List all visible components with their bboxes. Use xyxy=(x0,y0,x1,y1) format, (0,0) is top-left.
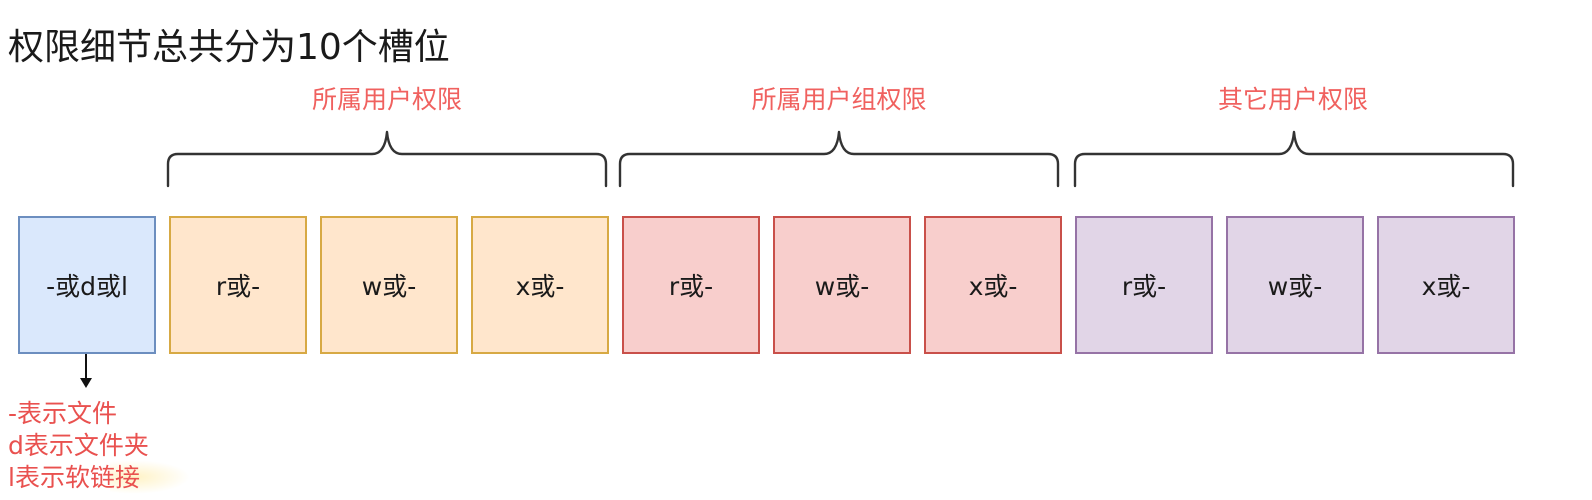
other-execute-slot: x或- xyxy=(1377,216,1515,354)
legend-directory: d表示文件夹 xyxy=(8,431,149,460)
group-permission-label: 所属用户组权限 xyxy=(751,85,927,114)
owner-permission-label: 所属用户权限 xyxy=(311,85,463,114)
diagram-title: 权限细节总共分为10个槽位 xyxy=(8,27,450,68)
group-write-slot: w或- xyxy=(773,216,911,354)
group-brace xyxy=(618,130,1060,188)
other-brace xyxy=(1073,130,1515,188)
owner-execute-slot: x或- xyxy=(471,216,609,354)
other-permission-label: 其它用户权限 xyxy=(1217,85,1369,114)
owner-brace xyxy=(166,130,608,188)
other-write-slot: w或- xyxy=(1226,216,1364,354)
owner-read-slot: r或- xyxy=(169,216,307,354)
down-arrow-icon xyxy=(80,354,92,388)
owner-write-slot: w或- xyxy=(320,216,458,354)
other-read-slot: r或- xyxy=(1075,216,1213,354)
highlight-mark xyxy=(110,460,190,494)
group-read-slot: r或- xyxy=(622,216,760,354)
legend-file: -表示文件 xyxy=(8,399,118,428)
file-type-slot: -或d或l xyxy=(18,216,156,354)
group-execute-slot: x或- xyxy=(924,216,1062,354)
file-type-legend: -表示文件 d表示文件夹 l表示软链接 xyxy=(8,398,149,494)
legend-symlink: l表示软链接 xyxy=(8,463,140,492)
